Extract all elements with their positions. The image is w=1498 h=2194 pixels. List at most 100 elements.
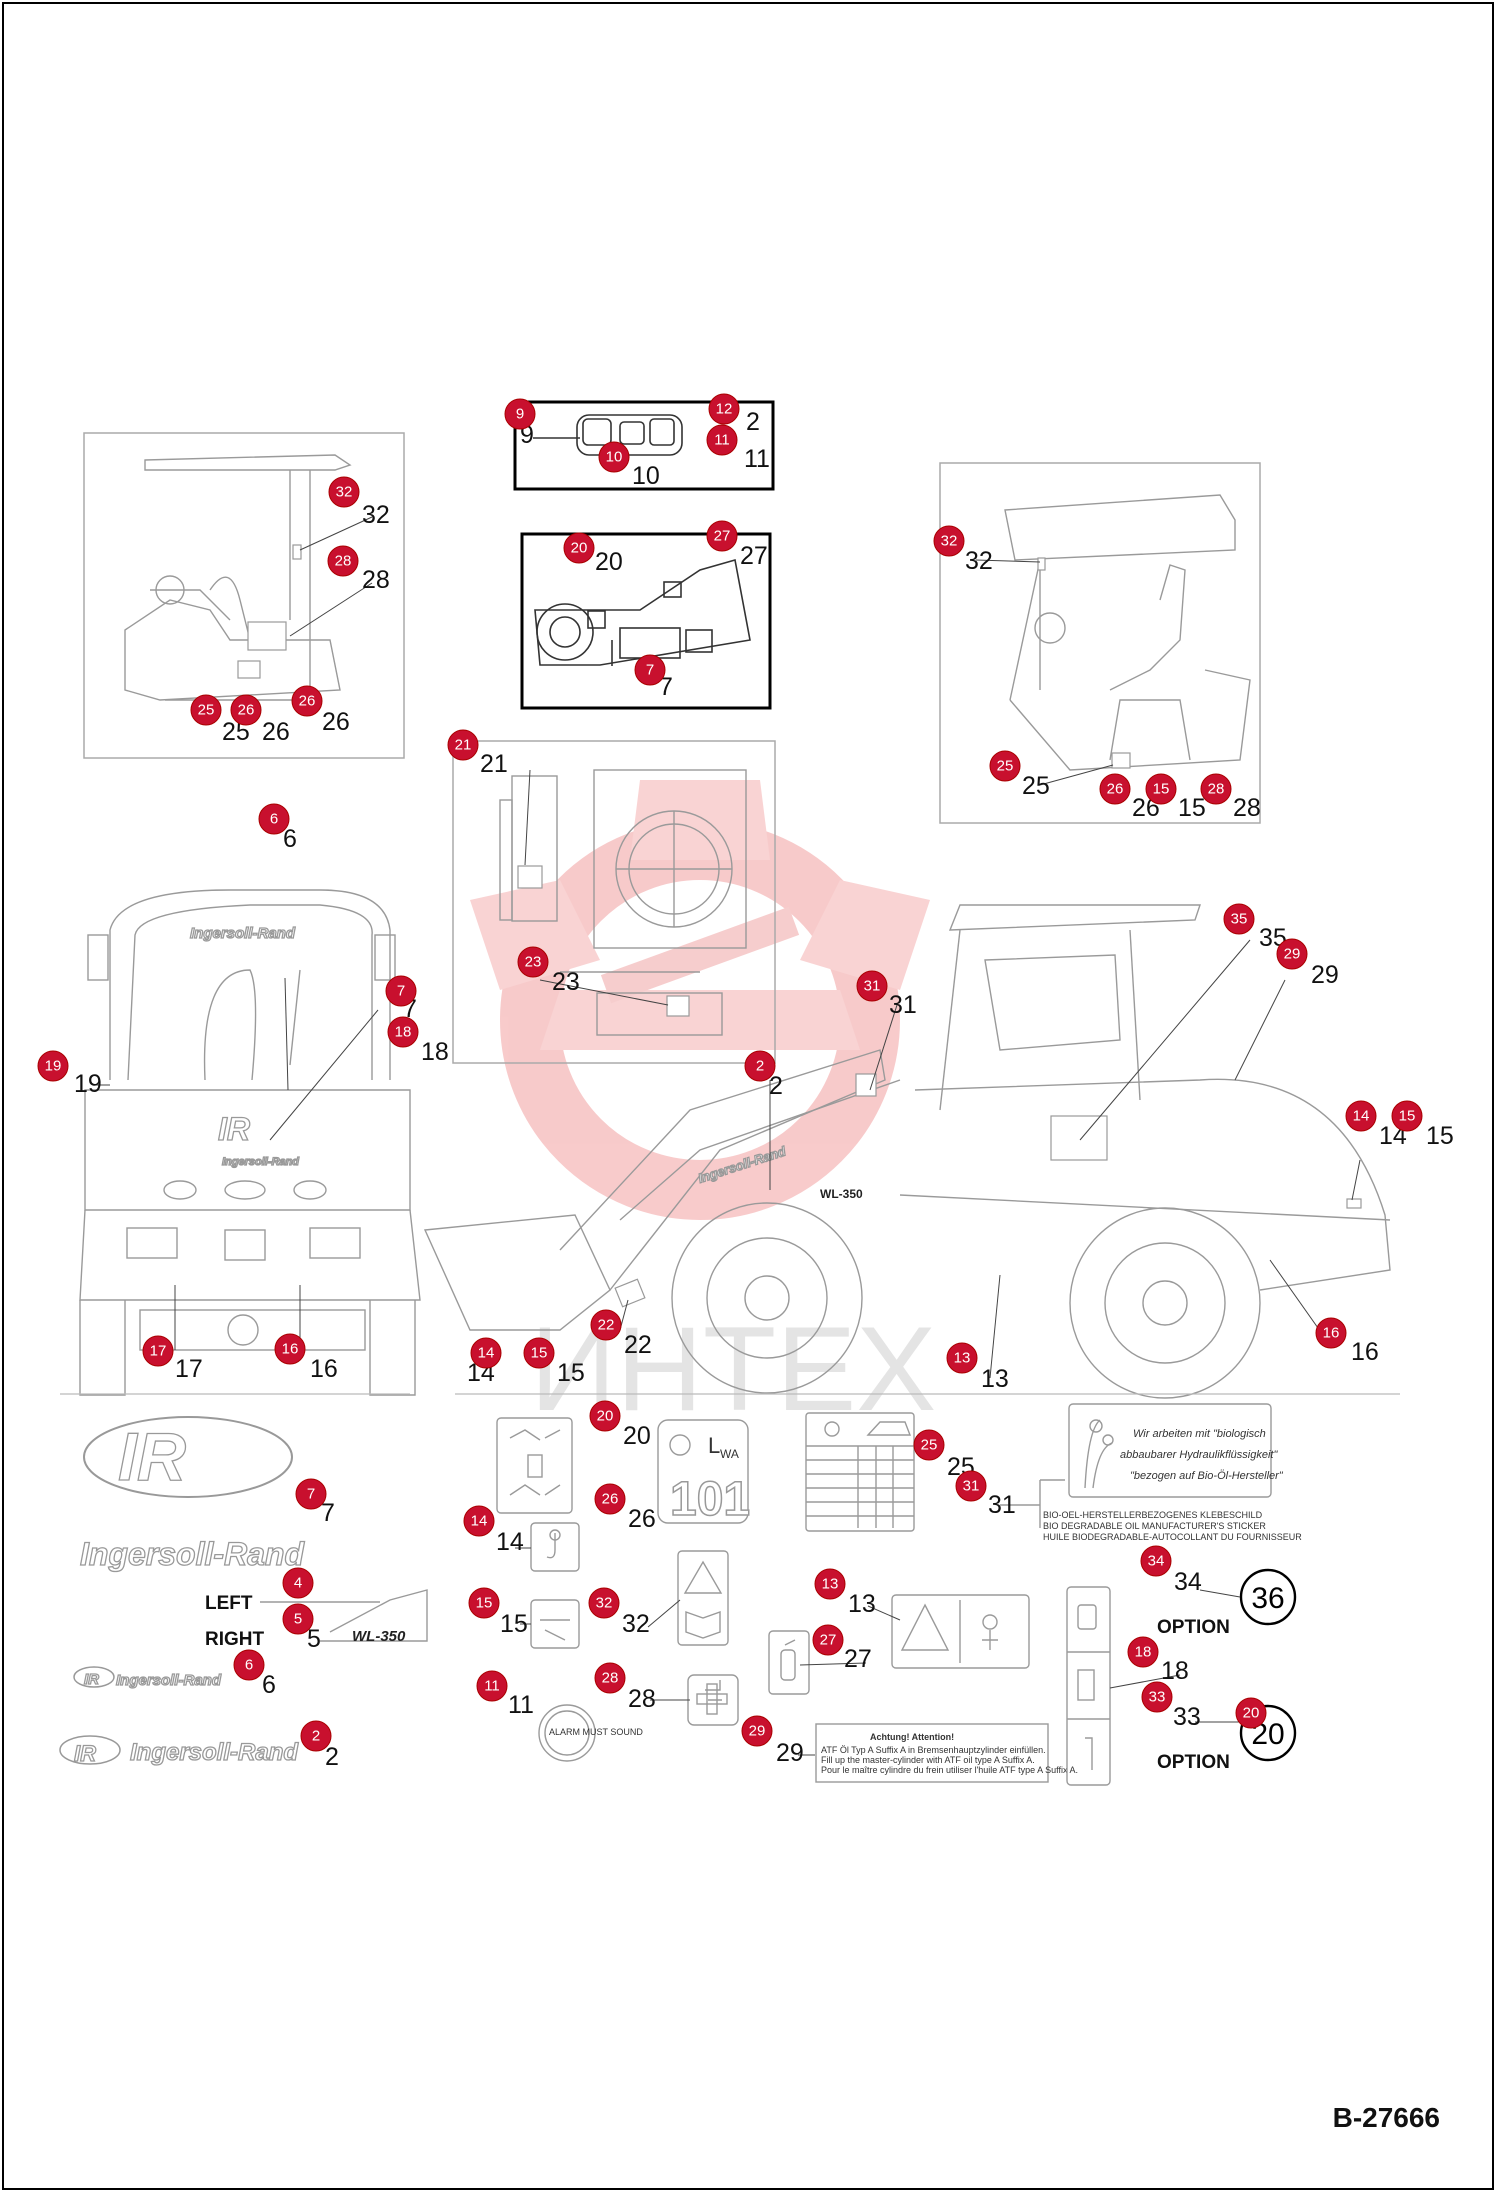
callout-badge-circle[interactable] bbox=[1099, 773, 1131, 805]
callout-badge-31[interactable]: 31 bbox=[856, 970, 888, 1002]
callout-badge-circle[interactable] bbox=[385, 975, 417, 1007]
callout-badge-7[interactable]: 7 bbox=[634, 654, 666, 686]
callout-badge-circle[interactable] bbox=[563, 532, 595, 564]
callout-badge-circle[interactable] bbox=[1235, 1697, 1267, 1729]
callout-badge-13[interactable]: 13 bbox=[814, 1568, 846, 1600]
callout-badge-circle[interactable] bbox=[1391, 1100, 1423, 1132]
callout-badge-32[interactable]: 32 bbox=[328, 476, 360, 508]
callout-badge-23[interactable]: 23 bbox=[517, 946, 549, 978]
callout-badge-circle[interactable] bbox=[230, 694, 262, 726]
callout-badge-circle[interactable] bbox=[989, 750, 1021, 782]
callout-badge-circle[interactable] bbox=[913, 1429, 945, 1461]
callout-badge-18[interactable]: 18 bbox=[1127, 1636, 1159, 1668]
callout-badge-circle[interactable] bbox=[295, 1478, 327, 1510]
callout-badge-circle[interactable] bbox=[300, 1720, 332, 1752]
callout-badge-circle[interactable] bbox=[523, 1337, 555, 1369]
callout-badge-20[interactable]: 20 bbox=[1235, 1697, 1267, 1729]
callout-badge-circle[interactable] bbox=[37, 1050, 69, 1082]
callout-badge-circle[interactable] bbox=[589, 1400, 621, 1432]
callout-badge-33[interactable]: 33 bbox=[1141, 1681, 1173, 1713]
callout-badge-27[interactable]: 27 bbox=[706, 520, 738, 552]
callout-badge-circle[interactable] bbox=[1200, 773, 1232, 805]
callout-badge-circle[interactable] bbox=[590, 1309, 622, 1341]
callout-badge-35[interactable]: 35 bbox=[1223, 903, 1255, 935]
callout-badge-7[interactable]: 7 bbox=[385, 975, 417, 1007]
callout-badge-circle[interactable] bbox=[814, 1568, 846, 1600]
callout-badge-circle[interactable] bbox=[594, 1483, 626, 1515]
callout-badge-11[interactable]: 11 bbox=[706, 424, 738, 456]
callout-badge-6[interactable]: 6 bbox=[233, 1649, 265, 1681]
callout-badge-15[interactable]: 15 bbox=[1391, 1100, 1423, 1132]
callout-badge-12[interactable]: 12 bbox=[708, 393, 740, 425]
callout-badge-34[interactable]: 34 bbox=[1140, 1545, 1172, 1577]
callout-badge-circle[interactable] bbox=[327, 545, 359, 577]
callout-badge-32[interactable]: 32 bbox=[933, 525, 965, 557]
callout-badge-circle[interactable] bbox=[274, 1333, 306, 1365]
callout-badge-circle[interactable] bbox=[291, 685, 323, 717]
callout-badge-5[interactable]: 5 bbox=[282, 1603, 314, 1635]
callout-badge-circle[interactable] bbox=[594, 1662, 626, 1694]
callout-badge-circle[interactable] bbox=[946, 1342, 978, 1374]
callout-badge-10[interactable]: 10 bbox=[598, 441, 630, 473]
callout-badge-circle[interactable] bbox=[933, 525, 965, 557]
callout-badge-circle[interactable] bbox=[468, 1587, 500, 1619]
callout-badge-15[interactable]: 15 bbox=[468, 1587, 500, 1619]
callout-badge-circle[interactable] bbox=[634, 654, 666, 686]
callout-badge-20[interactable]: 20 bbox=[589, 1400, 621, 1432]
callout-badge-26[interactable]: 26 bbox=[594, 1483, 626, 1515]
callout-badge-circle[interactable] bbox=[387, 1016, 419, 1048]
callout-badge-circle[interactable] bbox=[706, 424, 738, 456]
callout-badge-29[interactable]: 29 bbox=[1276, 938, 1308, 970]
callout-badge-circle[interactable] bbox=[1140, 1545, 1172, 1577]
callout-badge-4[interactable]: 4 bbox=[282, 1567, 314, 1599]
callout-badge-circle[interactable] bbox=[1141, 1681, 1173, 1713]
callout-badge-15[interactable]: 15 bbox=[1145, 773, 1177, 805]
callout-badge-15[interactable]: 15 bbox=[523, 1337, 555, 1369]
callout-badge-22[interactable]: 22 bbox=[590, 1309, 622, 1341]
callout-badge-circle[interactable] bbox=[1276, 938, 1308, 970]
callout-badge-circle[interactable] bbox=[470, 1337, 502, 1369]
callout-badge-19[interactable]: 19 bbox=[37, 1050, 69, 1082]
callout-badge-circle[interactable] bbox=[1145, 773, 1177, 805]
callout-badge-circle[interactable] bbox=[142, 1335, 174, 1367]
callout-badge-circle[interactable] bbox=[233, 1649, 265, 1681]
callout-badge-18[interactable]: 18 bbox=[387, 1016, 419, 1048]
callout-badge-circle[interactable] bbox=[476, 1670, 508, 1702]
callout-badge-circle[interactable] bbox=[190, 694, 222, 726]
callout-badge-circle[interactable] bbox=[741, 1715, 773, 1747]
callout-badge-circle[interactable] bbox=[282, 1567, 314, 1599]
callout-badge-circle[interactable] bbox=[258, 803, 290, 835]
callout-badge-25[interactable]: 25 bbox=[989, 750, 1021, 782]
callout-badge-2[interactable]: 2 bbox=[300, 1720, 332, 1752]
callout-badge-circle[interactable] bbox=[1315, 1317, 1347, 1349]
callout-badge-25[interactable]: 25 bbox=[190, 694, 222, 726]
callout-badge-21[interactable]: 21 bbox=[447, 729, 479, 761]
callout-badge-16[interactable]: 16 bbox=[1315, 1317, 1347, 1349]
callout-badge-16[interactable]: 16 bbox=[274, 1333, 306, 1365]
callout-badge-28[interactable]: 28 bbox=[327, 545, 359, 577]
callout-badge-circle[interactable] bbox=[504, 398, 536, 430]
callout-badge-circle[interactable] bbox=[588, 1587, 620, 1619]
callout-badge-circle[interactable] bbox=[598, 441, 630, 473]
callout-badge-25[interactable]: 25 bbox=[913, 1429, 945, 1461]
callout-badge-circle[interactable] bbox=[1345, 1100, 1377, 1132]
callout-badge-6[interactable]: 6 bbox=[258, 803, 290, 835]
callout-badge-14[interactable]: 14 bbox=[463, 1505, 495, 1537]
callout-badge-32[interactable]: 32 bbox=[588, 1587, 620, 1619]
callout-badge-26[interactable]: 26 bbox=[230, 694, 262, 726]
callout-badge-circle[interactable] bbox=[447, 729, 479, 761]
callout-badge-14[interactable]: 14 bbox=[470, 1337, 502, 1369]
callout-badge-circle[interactable] bbox=[856, 970, 888, 1002]
callout-badge-circle[interactable] bbox=[955, 1470, 987, 1502]
callout-badge-20[interactable]: 20 bbox=[563, 532, 595, 564]
callout-badge-circle[interactable] bbox=[517, 946, 549, 978]
callout-badge-circle[interactable] bbox=[812, 1624, 844, 1656]
callout-badge-7[interactable]: 7 bbox=[295, 1478, 327, 1510]
callout-badge-31[interactable]: 31 bbox=[955, 1470, 987, 1502]
callout-badge-11[interactable]: 11 bbox=[476, 1670, 508, 1702]
callout-badge-circle[interactable] bbox=[328, 476, 360, 508]
callout-badge-circle[interactable] bbox=[706, 520, 738, 552]
callout-badge-2[interactable]: 2 bbox=[744, 1050, 776, 1082]
callout-badge-circle[interactable] bbox=[282, 1603, 314, 1635]
callout-badge-14[interactable]: 14 bbox=[1345, 1100, 1377, 1132]
